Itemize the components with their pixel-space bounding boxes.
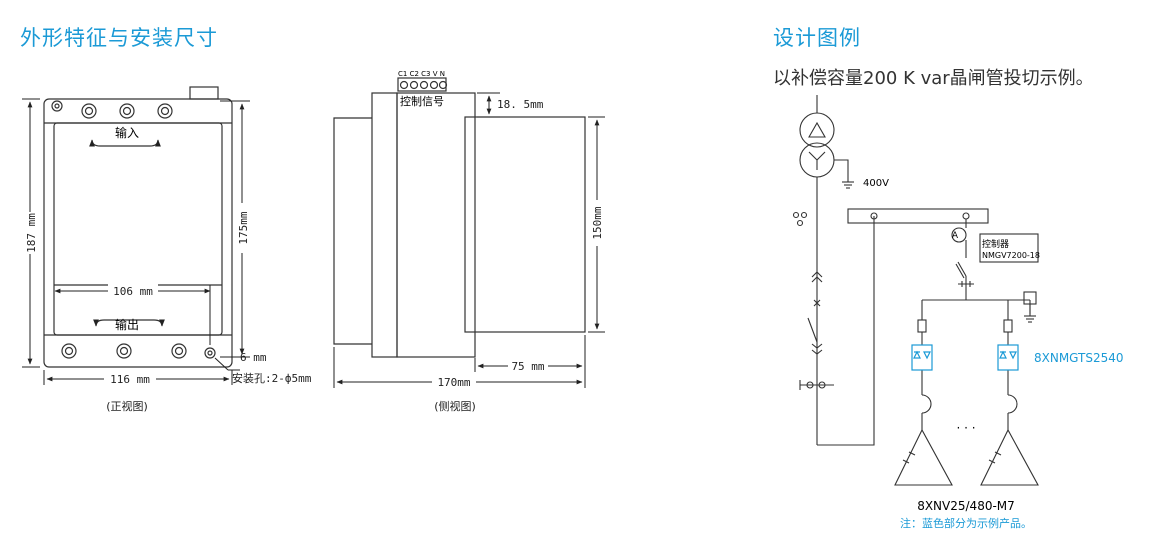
terminal-labels: C1 C2 C3 V N bbox=[398, 70, 445, 78]
control-signal-label: 控制信号 bbox=[400, 94, 444, 108]
design-example-title: 设计图例 bbox=[773, 26, 861, 50]
design-example-subtitle: 以补偿容量200 K var晶闸管投切示例。 bbox=[773, 68, 1094, 89]
input-label: 输入 bbox=[115, 125, 139, 140]
ammeter-symbol: A bbox=[952, 231, 959, 241]
blue-parts-note: 注：蓝色部分为示例产品。 bbox=[900, 516, 1032, 530]
front-width-total-label: 116 mm bbox=[110, 373, 150, 386]
dimensions-title: 外形特征与安装尺寸 bbox=[20, 26, 218, 50]
side-depth-label: 170mm bbox=[437, 376, 470, 389]
front-height-total-label: 187 mm bbox=[25, 213, 38, 253]
side-height-label: 150mm bbox=[591, 206, 604, 239]
front-dim-6-label: 6 mm bbox=[240, 351, 267, 364]
controller-model: NMGV7200-18 bbox=[982, 251, 1040, 260]
front-view-caption: (正视图) bbox=[106, 399, 148, 413]
front-height-inner-label: 175mm bbox=[237, 211, 250, 244]
output-label: 输出 bbox=[115, 317, 139, 332]
voltage-label: 400V bbox=[863, 178, 889, 189]
capacitor-label: 8XNV25/480-M7 bbox=[917, 499, 1015, 513]
mount-hole-label: 安装孔:2-ф5mm bbox=[232, 371, 312, 385]
ellipsis-dots: · · · bbox=[956, 421, 975, 435]
side-dim-75-label: 75 mm bbox=[511, 360, 544, 373]
controller-name: 控制器 bbox=[982, 238, 1009, 250]
front-width-inner-label: 106 mm bbox=[113, 285, 153, 298]
thyristor-module-label: 8XNMGTS2540 bbox=[1034, 351, 1124, 365]
side-dim-18-label: 18. 5mm bbox=[497, 98, 544, 111]
side-view-caption: (侧视图) bbox=[434, 399, 476, 413]
